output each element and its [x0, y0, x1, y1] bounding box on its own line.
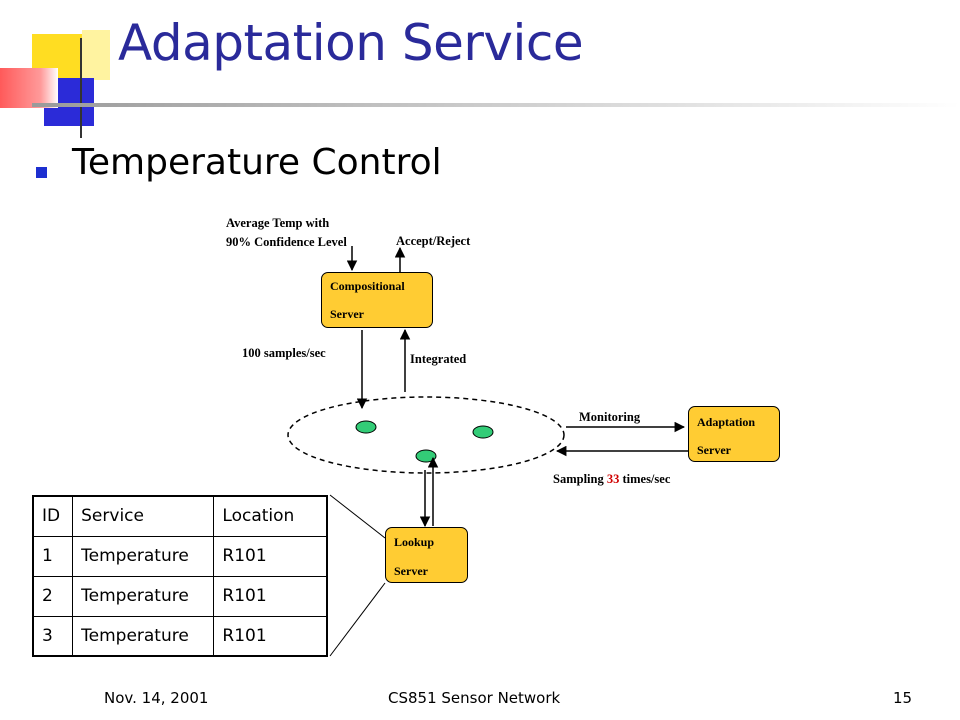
callout-line: [329, 494, 386, 539]
table-row: 3 Temperature R101: [32, 615, 328, 657]
adaptation-server-label-line2: Server: [697, 443, 731, 457]
compositional-server-label-line1: Compositional: [330, 279, 405, 293]
lookup-server-label-line2: Server: [394, 564, 428, 578]
table-cell: R101: [213, 615, 328, 657]
table-cell: 2: [32, 575, 74, 617]
table-cell: Temperature: [72, 535, 215, 577]
header-cell-location: Location: [213, 495, 328, 537]
table-cell: Temperature: [72, 575, 215, 617]
footer-date: Nov. 14, 2001: [104, 689, 209, 707]
integrated-label: Integrated: [410, 352, 467, 366]
compositional-server-box: Compositional Server: [321, 272, 433, 328]
table-cell: Temperature: [72, 615, 215, 657]
table-cell: 1: [32, 535, 74, 577]
compositional-server-label-line2: Server: [330, 307, 364, 321]
table-row: 2 Temperature R101: [32, 575, 328, 617]
adaptation-server-label-line1: Adaptation: [697, 415, 756, 429]
header-cell-service: Service: [72, 495, 215, 537]
sensor-field: [287, 396, 565, 474]
footer-course: CS851 Sensor Network: [388, 689, 561, 707]
sensor-node: [355, 420, 377, 434]
table-row: 1 Temperature R101: [32, 535, 328, 577]
table-cell: 3: [32, 615, 74, 657]
bullet-icon: [36, 167, 47, 178]
monitoring-label: Monitoring: [579, 410, 641, 424]
sampling-prefix: Sampling: [553, 472, 604, 486]
samples-label: 100 samples/sec: [242, 346, 326, 360]
sensor-node: [472, 425, 494, 439]
table-cell: R101: [213, 535, 328, 577]
adaptation-server-box: Adaptation Server: [688, 406, 780, 462]
bullet-text: Temperature Control: [72, 142, 442, 183]
footer-page-number: 15: [893, 689, 913, 707]
service-table: ID Service Location 1 Temperature R101 2…: [32, 495, 328, 657]
lookup-server-label-line1: Lookup: [394, 535, 435, 549]
sampling-label: Sampling 33 times/sec: [553, 471, 670, 488]
lookup-server-box: Lookup Server: [385, 527, 468, 583]
table-header-row: ID Service Location: [32, 495, 328, 537]
title-divider: [32, 103, 960, 107]
avg-temp-label-line1: Average Temp with: [226, 216, 330, 230]
avg-temp-label-line2: 90% Confidence Level: [226, 235, 347, 249]
table-cell: R101: [213, 575, 328, 617]
slide-title: Adaptation Service: [118, 14, 584, 72]
sampling-suffix: times/sec: [622, 472, 671, 486]
callout-line: [329, 582, 386, 657]
header-cell-id: ID: [32, 495, 74, 537]
sampling-rate: 33: [606, 472, 620, 486]
accept-reject-label: Accept/Reject: [396, 234, 471, 248]
